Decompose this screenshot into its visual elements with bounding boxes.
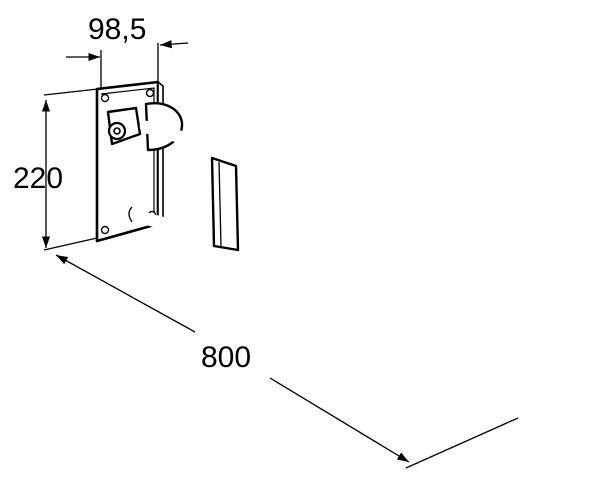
length-extension-line-right [405,417,519,469]
length-dimension-line-left [55,254,196,333]
screw-hole-bottom-left-icon [100,225,110,235]
length-dimension-label: 800 [201,341,251,374]
lower-stub-tube-end [128,206,133,223]
connector-bracket-edge [218,161,222,247]
u-tube-fill [139,120,563,391]
length-dimension-line-right [269,377,410,463]
screw-hole-top-right-icon [145,88,155,98]
length-dimension: 800 [55,254,519,469]
height-extension-line-top [43,88,99,96]
hinge-bolt-center-icon [113,127,121,135]
screw-hole-top-left-icon [100,93,110,103]
height-dimension-label: 220 [13,162,63,195]
height-dimension: 220 [13,88,99,251]
tube-connector-bracket [210,156,240,252]
plate-inner-border [100,87,155,220]
width-dimension: 98,5 [66,13,189,90]
width-dimension-label: 98,5 [88,13,146,46]
connector-bracket-outline [210,156,240,252]
height-extension-line-bottom [43,237,98,251]
grab-bar-tube [125,120,563,391]
width-arrow-right [159,40,189,49]
